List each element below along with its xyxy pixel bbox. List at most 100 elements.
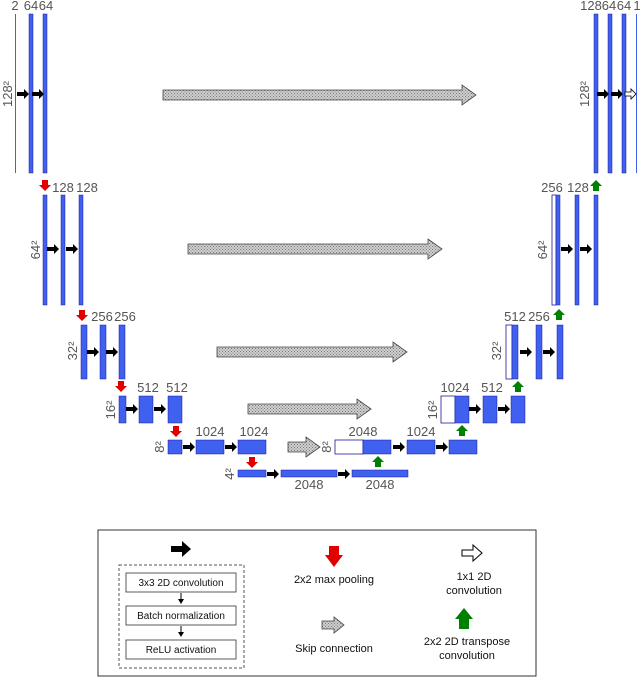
conv-arrow-icon (126, 404, 138, 414)
conv-step-3: ReLU activation (146, 645, 217, 656)
conv-arrow-icon (520, 347, 532, 357)
r2-skip-block (551, 194, 557, 306)
level-2-right: 256 128 64² (535, 180, 599, 306)
l3-block-3 (118, 324, 126, 380)
conv-arrow-icon (267, 469, 279, 479)
r4-ch-1: 512 (481, 380, 503, 395)
bottleneck: 2048 2048 4² (222, 468, 409, 492)
skip-connection-5 (287, 436, 321, 458)
l4-block-2 (138, 395, 154, 424)
r2-size: 64² (535, 240, 550, 259)
l1-size: 128² (0, 80, 15, 107)
l2-ch-1: 128 (76, 180, 98, 195)
level-2-left: 128 128 64² (28, 180, 98, 306)
conv-steps-group (118, 564, 245, 669)
conv-arrow-icon (580, 244, 592, 254)
r3-size: 32² (489, 341, 504, 360)
conv-legend-arrow-icon (171, 541, 191, 557)
l2-ch-0: 128 (52, 180, 74, 195)
r5-skip-block (334, 439, 364, 455)
l4-block-1 (118, 395, 127, 424)
l3-size: 32² (65, 341, 80, 360)
conv-arrow-icon (47, 244, 59, 254)
r3-ch-1: 256 (528, 309, 550, 324)
r1-size: 128² (577, 80, 592, 107)
level-1-left: 2 64 64 128² (0, 0, 53, 174)
l5-block-3 (237, 439, 267, 455)
r2-block-1 (574, 194, 580, 306)
l2-block-3 (78, 194, 84, 306)
b-block-3 (351, 469, 409, 478)
upconv-legend-arrow-icon (455, 608, 473, 629)
skip-connection-1 (162, 84, 477, 106)
conv-arrow-icon (469, 404, 481, 414)
l3-block-2 (99, 324, 107, 380)
r4-block-2 (510, 395, 526, 424)
conv1x1-label-line1: 1x1 2D (457, 571, 492, 583)
r5-up-block (362, 439, 392, 455)
level-4-right: 1024 512 16² (425, 380, 526, 424)
conv-step-box-3 (125, 639, 237, 660)
skip-legend-arrow-icon (321, 616, 345, 634)
conv-arrow-icon (498, 404, 510, 414)
level-5-right: 2048 1024 8² (319, 424, 478, 455)
l5-block-2 (195, 439, 225, 455)
step-arrow-icon (178, 599, 184, 604)
b-ch-1: 2048 (366, 477, 395, 492)
conv-arrow-icon (66, 244, 78, 254)
r3-block-1 (535, 324, 543, 380)
conv-arrow-icon (154, 404, 166, 414)
r5-size: 8² (319, 441, 334, 453)
r1-ch-0: 128 (580, 0, 602, 13)
level-5-left: 1024 1024 8² (152, 424, 269, 455)
l5-size: 8² (152, 441, 167, 453)
conv-arrow-icon (543, 347, 555, 357)
conv1x1-legend-arrow-icon (461, 543, 483, 563)
maxpool-arrow-icon (170, 426, 182, 437)
conv-arrow-icon (611, 89, 623, 99)
conv-arrow-icon (561, 244, 573, 254)
level-3-left: 256 256 32² (65, 309, 136, 380)
l4-size: 16² (103, 400, 118, 419)
r1-ch-1: 64 (602, 0, 616, 13)
conv1x1-label-line2: convolution (446, 585, 502, 597)
conv-arrow-icon (436, 442, 448, 452)
r1-ch-3: 1 (633, 0, 640, 13)
upconv-arrow-icon (372, 456, 384, 467)
l2-block-2 (60, 194, 66, 306)
maxpool-arrow-icon (246, 457, 258, 468)
r1-ch-2: 64 (617, 0, 631, 13)
r3-up-block (511, 324, 519, 380)
b-block-2 (280, 469, 338, 478)
r2-up-block (555, 194, 561, 306)
b-size: 4² (222, 468, 237, 480)
l1-ch-0: 2 (11, 0, 18, 13)
maxpool-arrow-icon (39, 180, 51, 191)
r4-up-block (454, 395, 470, 424)
r4-ch-0: 1024 (441, 380, 470, 395)
l5-block-1 (167, 439, 183, 455)
l1-ch-1: 64 (24, 0, 38, 13)
r5-ch-0: 2048 (349, 424, 378, 439)
upconv-arrow-icon (456, 425, 468, 436)
upconv-arrow-icon (553, 309, 565, 320)
r4-size: 16² (425, 400, 440, 419)
r2-block-2 (593, 194, 599, 306)
l4-ch-1: 512 (166, 380, 188, 395)
l1-input-block (15, 14, 16, 173)
maxpool-legend-arrow-icon (325, 546, 343, 567)
maxpool-label: 2x2 max pooling (294, 574, 374, 586)
l5-ch-1: 1024 (240, 424, 269, 439)
r5-block-2 (448, 439, 478, 455)
l1-block-2 (42, 13, 48, 174)
r4-block-1 (482, 395, 498, 424)
upconv-arrow-icon (590, 180, 602, 191)
l4-ch-0: 512 (137, 380, 159, 395)
conv-arrow-icon (106, 347, 118, 357)
conv1x1-arrow-icon (624, 88, 637, 100)
r3-skip-block (505, 324, 513, 380)
r5-ch-1: 1024 (407, 424, 436, 439)
r3-block-2 (556, 324, 564, 380)
r2-ch-1: 128 (567, 180, 589, 195)
step-arrow-icon (178, 632, 184, 637)
